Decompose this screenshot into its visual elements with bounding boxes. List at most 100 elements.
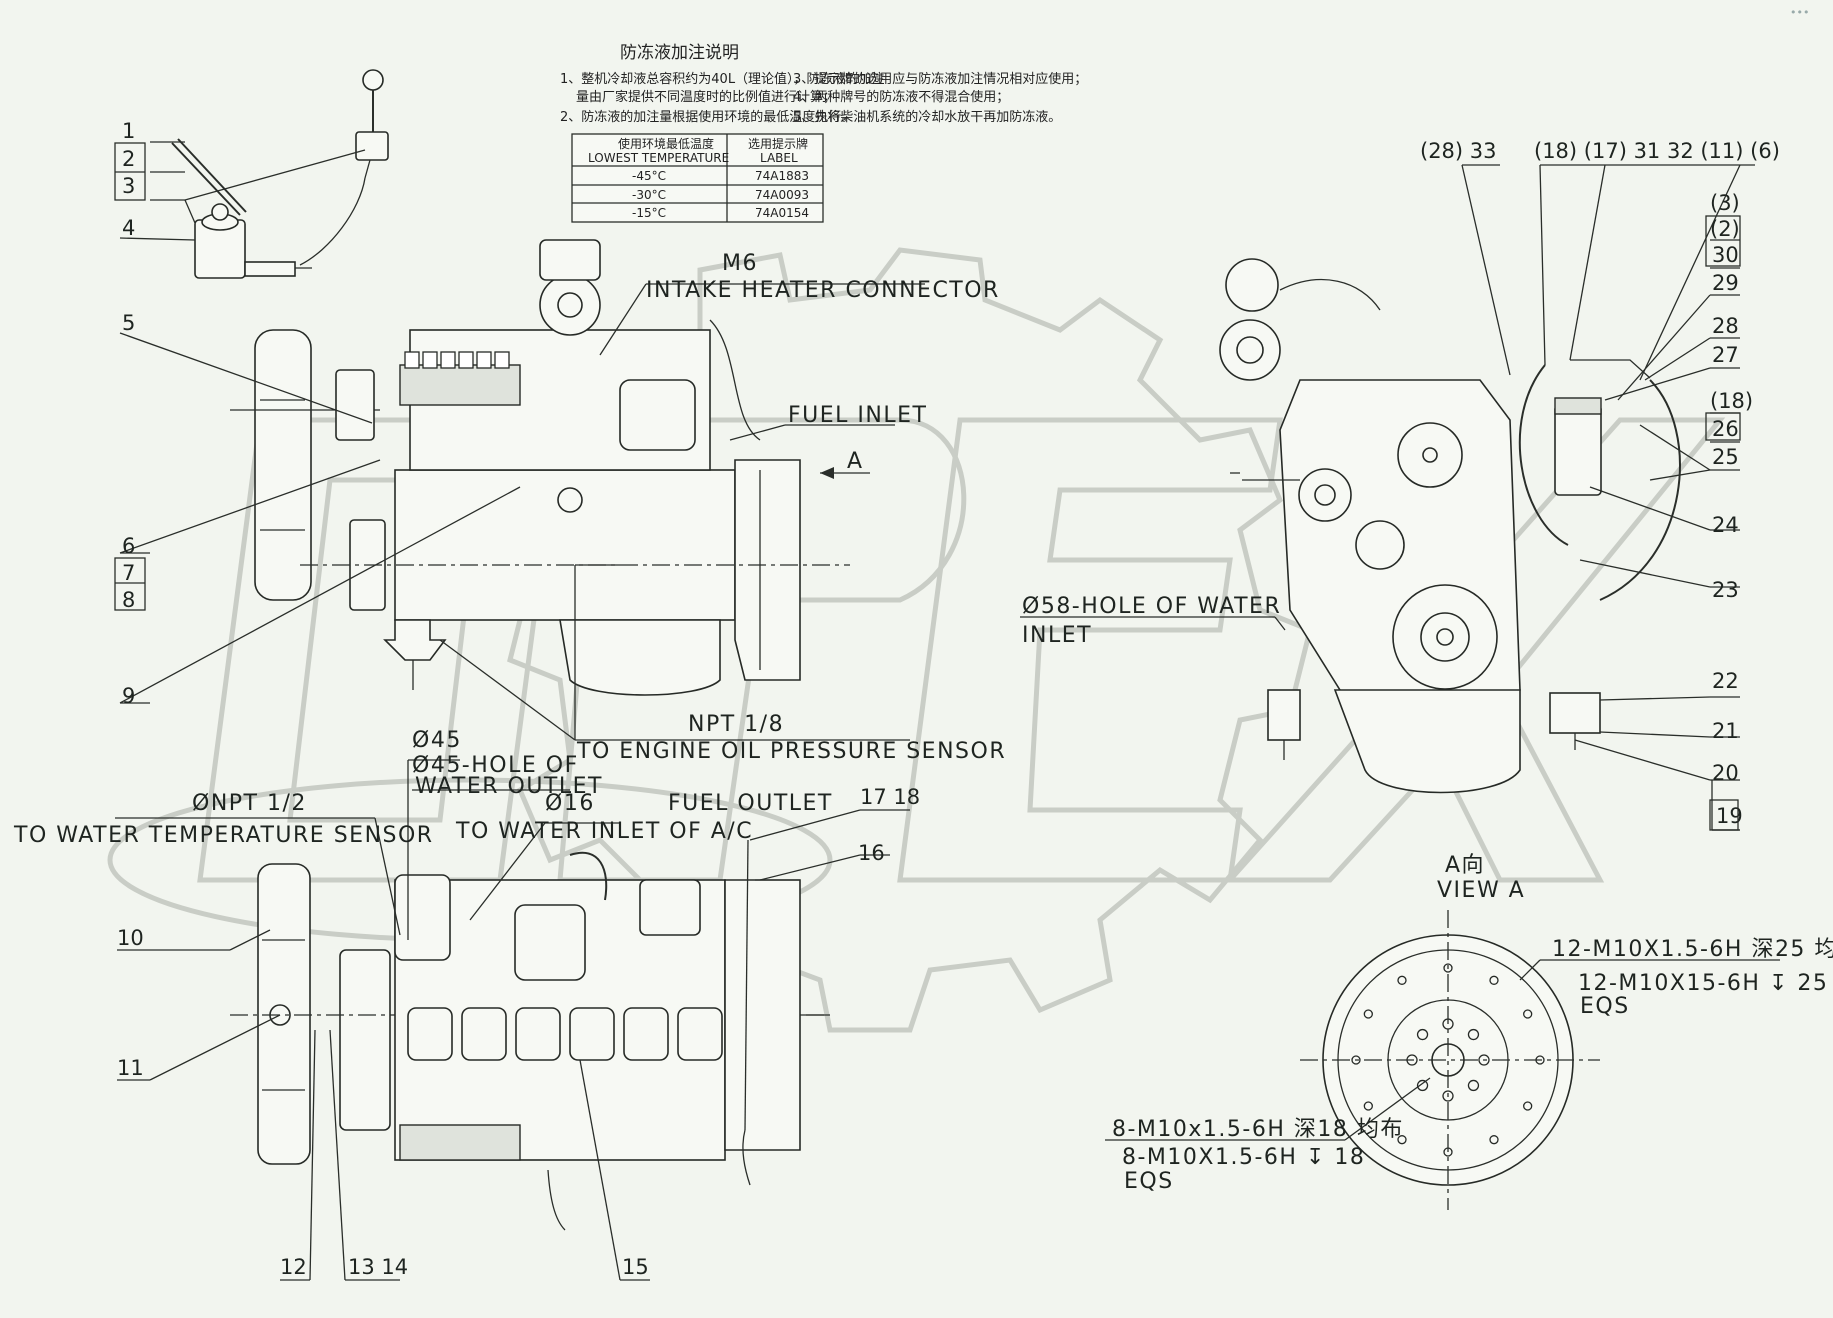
table-cell-label: 74A0093 bbox=[755, 188, 809, 202]
water-outlet-hole-label-2: WATER OUTLET bbox=[415, 774, 603, 799]
callout-9: 9 bbox=[122, 684, 135, 708]
notes-title: 防冻液加注说明 bbox=[620, 43, 739, 63]
bolt-hole bbox=[1467, 1079, 1480, 1092]
callout-13-14: 13 14 bbox=[348, 1255, 408, 1279]
bolt-hole bbox=[1523, 1101, 1533, 1111]
callout-17-18: 17 18 bbox=[860, 785, 920, 809]
view-a-flywheel bbox=[1300, 910, 1600, 1210]
annotations: M6 INTAKE HEATER CONNECTOR FUEL INLET A … bbox=[13, 251, 1833, 1194]
callout-3p: (3) bbox=[1710, 191, 1740, 215]
callout-15: 15 bbox=[622, 1255, 649, 1279]
table-cell-temp: -15°C bbox=[632, 206, 666, 220]
fuel-outlet-label: FUEL OUTLET bbox=[668, 791, 833, 816]
thread-12-eqs-label: EQS bbox=[1580, 994, 1630, 1019]
callout-16: 16 bbox=[858, 841, 885, 865]
m6-label: M6 bbox=[722, 251, 758, 276]
callout-23: 23 bbox=[1712, 578, 1739, 602]
water-inlet-hole-label: Ø58-HOLE OF WATER bbox=[1022, 594, 1281, 619]
temperature-table: 使用环境最低温度 LOWEST TEMPERATURE 选用提示牌 LABEL … bbox=[571, 133, 824, 223]
intake-heater-label: INTAKE HEATER CONNECTOR bbox=[646, 278, 1000, 303]
water-temp-sensor-label: TO WATER TEMPERATURE SENSOR bbox=[13, 823, 434, 848]
bolt-hole bbox=[1363, 1009, 1373, 1019]
bolt-hole bbox=[1397, 1135, 1407, 1145]
bolt-ring-8 bbox=[1406, 1018, 1490, 1102]
table-header-temp-cn: 使用环境最低温度 bbox=[618, 136, 714, 151]
table-header-label-cn: 选用提示牌 bbox=[748, 136, 808, 151]
note-line: 量由厂家提供不同温度时的比例值进行计算； bbox=[576, 89, 836, 105]
table-cell-label: 74A1883 bbox=[755, 169, 809, 183]
callout-21: 21 bbox=[1712, 719, 1739, 743]
callout-top-group: (18) (17) 31 32 (11) (6) bbox=[1534, 139, 1780, 163]
thread-8-eqs-label: EQS bbox=[1124, 1169, 1174, 1194]
leader-lines bbox=[115, 141, 1780, 1281]
note-line: 1、整机冷却液总容积约为40L（理论值），防冻液的加注 bbox=[560, 71, 885, 87]
bolt-hole bbox=[1489, 975, 1499, 985]
callout-19: 19 bbox=[1716, 804, 1743, 828]
callout-top-28-33: (28) 33 bbox=[1420, 139, 1497, 163]
table-cell-temp: -30°C bbox=[632, 188, 666, 202]
view-a-arrow-label: A bbox=[847, 449, 864, 474]
callout-2p: (2) bbox=[1710, 217, 1740, 241]
callout-11: 11 bbox=[117, 1056, 144, 1080]
npt-1-8-label: NPT 1/8 bbox=[688, 712, 784, 737]
fuel-inlet-label: FUEL INLET bbox=[788, 403, 927, 428]
view-a-cn-label: A向 bbox=[1445, 853, 1485, 878]
callout-29: 29 bbox=[1712, 271, 1739, 295]
bolt-hole bbox=[1489, 1135, 1499, 1145]
table-cell-label: 74A0154 bbox=[755, 206, 809, 220]
callout-10: 10 bbox=[117, 926, 144, 950]
callout-28: 28 bbox=[1712, 314, 1739, 338]
callout-6: 6 bbox=[122, 534, 135, 558]
engine-front-view bbox=[1219, 258, 1681, 794]
callout-25: 25 bbox=[1712, 445, 1739, 469]
bolt-hole bbox=[1363, 1101, 1373, 1111]
npt-1-2-label: ØNPT 1/2 bbox=[192, 791, 307, 816]
callout-1: 1 bbox=[122, 119, 135, 143]
table-header-label: LABEL bbox=[760, 151, 798, 165]
callout-4: 4 bbox=[122, 216, 135, 240]
ac-water-inlet-label: TO WATER INLET OF A/C bbox=[455, 819, 753, 844]
callout-8: 8 bbox=[122, 588, 135, 612]
callout-30: 30 bbox=[1712, 243, 1739, 267]
callout-22: 22 bbox=[1712, 669, 1739, 693]
water-outlet-hole-label: Ø45-HOLE OF bbox=[412, 753, 579, 778]
callout-24: 24 bbox=[1712, 513, 1739, 537]
bolt-ring-12 bbox=[1351, 963, 1545, 1157]
d16-label: Ø16 bbox=[545, 791, 595, 816]
throttle-lever-assembly bbox=[171, 69, 389, 279]
bolt-hole bbox=[1467, 1028, 1480, 1041]
thread-8-label: 8-M10X1.5-6H ↧ 18 bbox=[1122, 1145, 1365, 1170]
water-inlet-hole-label-2: INLET bbox=[1022, 623, 1092, 648]
callout-27: 27 bbox=[1712, 343, 1739, 367]
callout-26: 26 bbox=[1712, 417, 1739, 441]
note-line: 2、防冻液的加注量根据使用环境的最低温度执行。 bbox=[560, 109, 854, 125]
callout-12: 12 bbox=[280, 1255, 307, 1279]
engine-top-view bbox=[230, 839, 830, 1231]
antifreeze-notes: 防冻液加注说明 1、整机冷却液总容积约为40L（理论值），防冻液的加注 量由厂家… bbox=[560, 43, 1087, 125]
thread-8-cn-label: 8-M10x1.5-6H 深18 均布 bbox=[1112, 1117, 1404, 1142]
callout-2: 2 bbox=[122, 147, 135, 171]
bolt-hole bbox=[1416, 1028, 1429, 1041]
thread-12-label: 12-M10X15-6H ↧ 25 bbox=[1578, 971, 1828, 996]
thread-12-cn-label: 12-M10X1.5-6H 深25 均布 bbox=[1552, 937, 1833, 962]
note-line: 5、先将柴油机系统的冷却水放干再加防冻液。 bbox=[793, 109, 1061, 125]
note-line: 4、两种牌号的防冻液不得混合使用； bbox=[793, 89, 1009, 105]
note-line: 3、提示牌的选用应与防冻液加注情况相对应使用； bbox=[793, 71, 1087, 87]
callout-numbers: 1 2 3 4 5 6 7 8 9 10 11 12 13 14 15 16 1… bbox=[117, 119, 1780, 1279]
engine-side-view bbox=[230, 239, 870, 696]
bolt-hole bbox=[1397, 975, 1407, 985]
d45-label: Ø45 bbox=[412, 728, 462, 753]
bolt-hole bbox=[1416, 1079, 1429, 1092]
callout-20: 20 bbox=[1712, 761, 1739, 785]
callout-5: 5 bbox=[122, 311, 135, 335]
bolt-hole bbox=[1523, 1009, 1533, 1019]
table-cell-temp: -45°C bbox=[632, 169, 666, 183]
table-header-temp: LOWEST TEMPERATURE bbox=[588, 151, 729, 165]
callout-7: 7 bbox=[122, 561, 135, 585]
oil-pressure-sensor-label: TO ENGINE OIL PRESSURE SENSOR bbox=[576, 739, 1006, 764]
callout-frames bbox=[114, 142, 1741, 831]
callout-3: 3 bbox=[122, 174, 135, 198]
view-a-label: VIEW A bbox=[1437, 878, 1525, 903]
corner-marks: ••• bbox=[1790, 6, 1809, 19]
